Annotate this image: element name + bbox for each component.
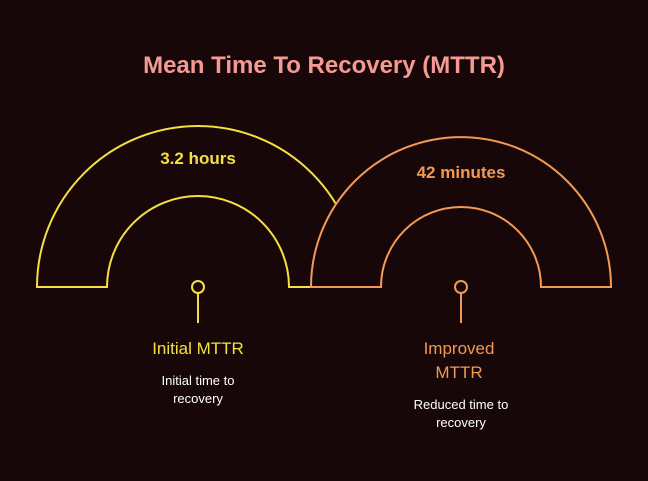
initial-marker-dot	[191, 280, 205, 294]
initial-mttr-description: Initial time to recovery	[161, 373, 235, 406]
improved-marker-dot	[454, 280, 468, 294]
improved-mttr-value: 42 minutes	[416, 163, 506, 182]
improved-mttr-description: Reduced time to recovery	[413, 397, 509, 430]
diagram-title: Mean Time To Recovery (MTTR)	[143, 52, 505, 79]
improved-mttr-label: Improved MTTR	[423, 339, 495, 382]
improved-mttr-arch	[309, 136, 613, 288]
initial-mttr-value: 3.2 hours	[160, 149, 236, 168]
initial-mttr-label: Initial MTTR	[152, 339, 244, 358]
